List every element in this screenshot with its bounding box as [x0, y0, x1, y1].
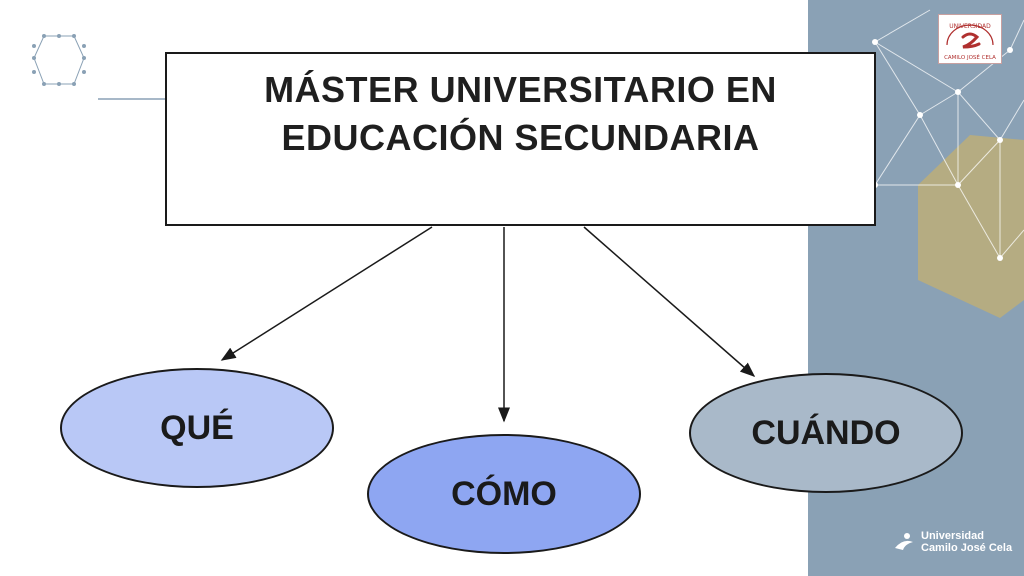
university-mark-icon	[895, 533, 913, 550]
arrow-to-cuando	[583, 226, 756, 377]
node-como: CÓMO	[367, 434, 641, 554]
network-graph	[874, 9, 1024, 259]
footer-logo: Universidad Camilo José Cela	[893, 530, 1012, 554]
dotted-hexagon-icon	[32, 34, 86, 86]
footer-logo-line-2: Camilo José Cela	[921, 542, 1013, 554]
svg-text:CAMILO JOSÉ CELA: CAMILO JOSÉ CELA	[944, 53, 996, 61]
slide-title: MÁSTER UNIVERSITARIO EN EDUCACIÓN SECUND…	[264, 66, 777, 162]
title-line-1: MÁSTER UNIVERSITARIO EN	[264, 69, 777, 110]
footer-logo-text: Universidad Camilo José Cela	[921, 530, 1012, 554]
node-que: QUÉ	[60, 368, 334, 488]
node-como-label: CÓMO	[451, 474, 557, 513]
arrow-to-que	[220, 226, 433, 361]
svg-text:UNIVERSIDAD: UNIVERSIDAD	[949, 23, 991, 30]
title-box: MÁSTER UNIVERSITARIO EN EDUCACIÓN SECUND…	[165, 52, 876, 226]
node-que-label: QUÉ	[160, 408, 234, 447]
footer-logo-line-1: Universidad	[921, 530, 984, 542]
university-seal-logo: UNIVERSIDAD CAMILO JOSÉ CELA	[938, 14, 1002, 64]
title-line-2: EDUCACIÓN SECUNDARIA	[281, 117, 760, 158]
node-cuando-label: CUÁNDO	[751, 413, 901, 452]
node-cuando: CUÁNDO	[689, 373, 963, 493]
gold-hexagon	[918, 135, 1024, 318]
